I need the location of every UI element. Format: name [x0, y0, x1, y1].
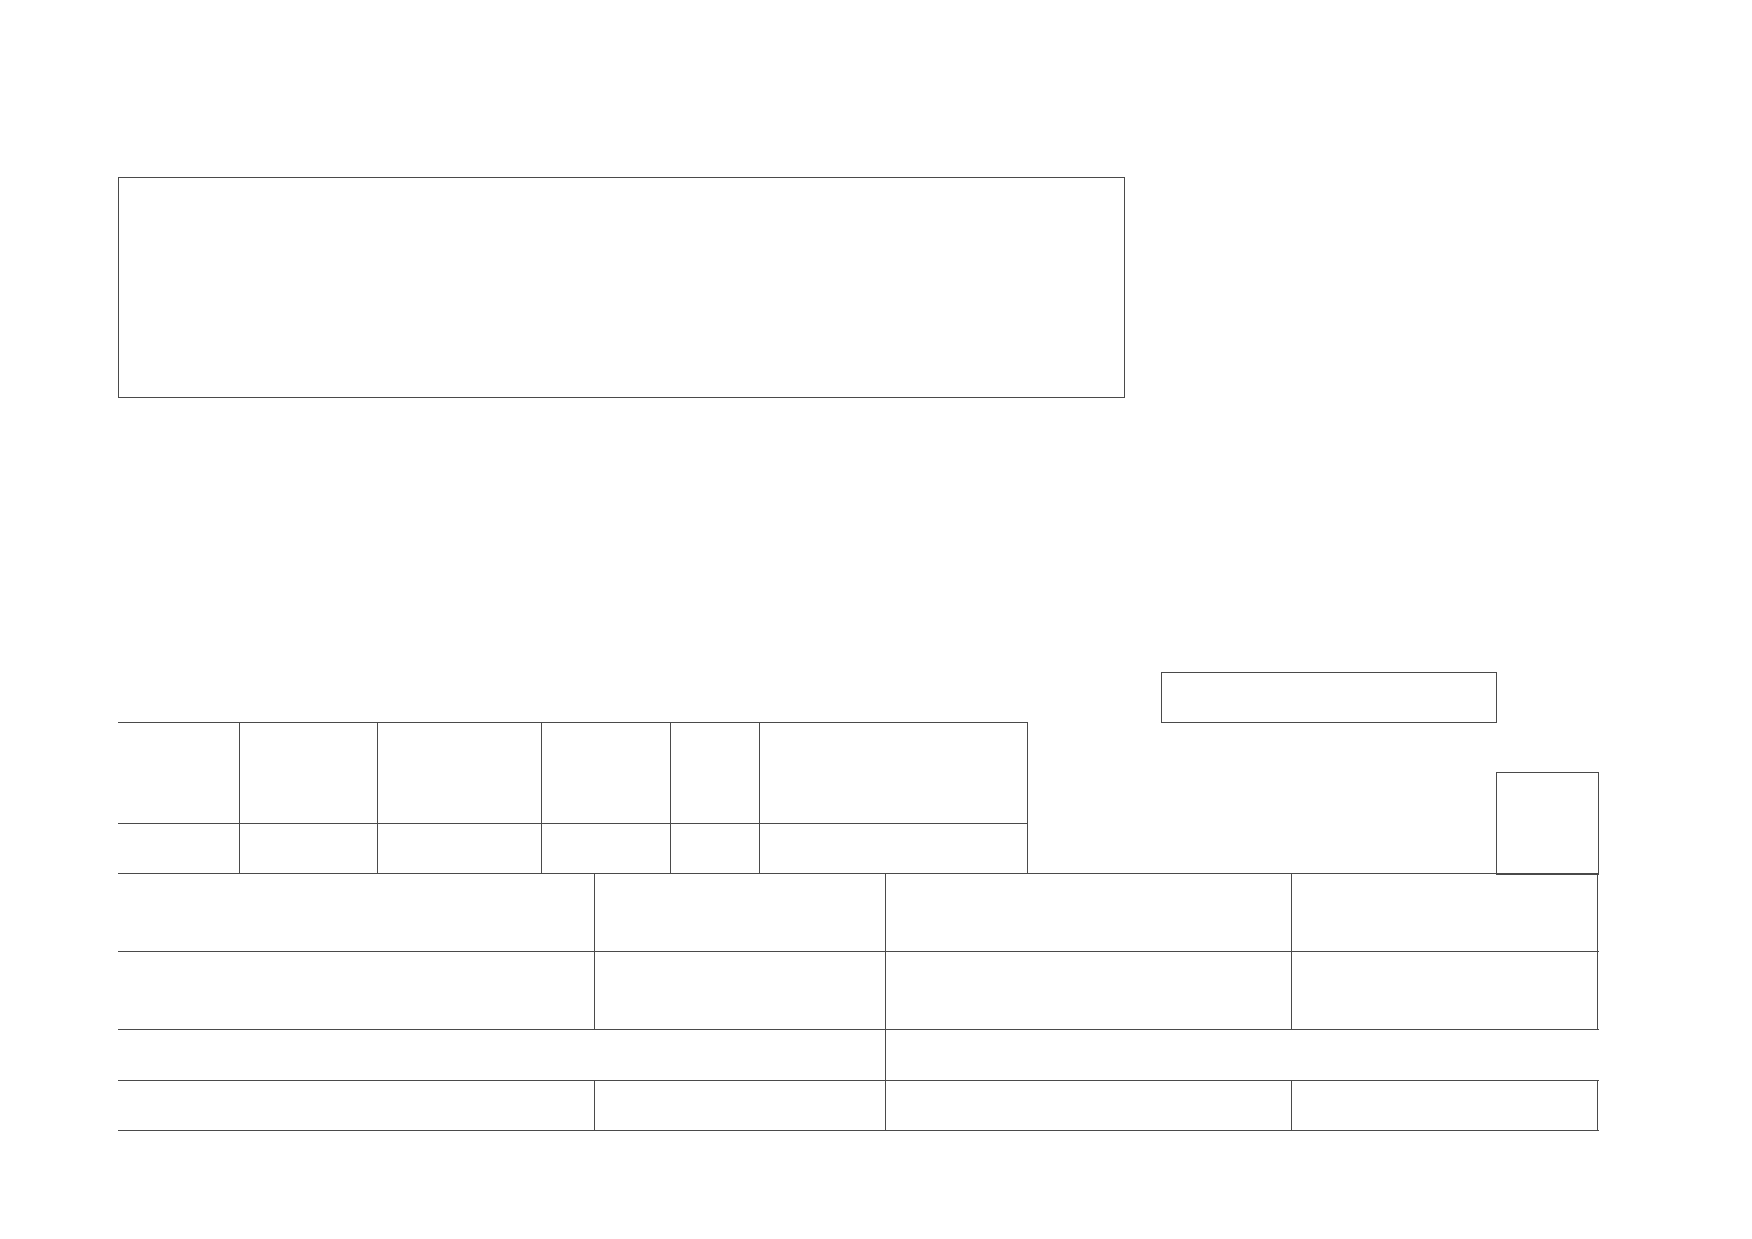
upper-table-col-divider — [541, 722, 542, 874]
lower-table-col-divider — [594, 873, 595, 1030]
lower-table-bottom-border — [118, 1130, 1599, 1131]
lower-table-col-divider — [885, 873, 886, 1030]
lower-table-col-divider — [885, 1080, 886, 1131]
upper-table-row-divider — [118, 823, 1028, 824]
lower-table-col-divider — [1291, 1080, 1292, 1131]
upper-table-col-divider — [670, 722, 671, 874]
tall-side-box[interactable] — [1496, 772, 1599, 875]
upper-table-top-border — [118, 722, 1028, 723]
lower-table-row-divider — [118, 951, 1599, 952]
lower-table-row-divider — [118, 1029, 1599, 1030]
small-field-box[interactable] — [1161, 672, 1497, 723]
lower-table-col-divider — [594, 1080, 595, 1131]
lower-table-right-border — [1597, 873, 1598, 1030]
lower-table-col-divider — [885, 1029, 886, 1081]
lower-table-col-divider — [1291, 873, 1292, 1030]
upper-table-col-divider — [377, 722, 378, 874]
lower-table-row-divider — [118, 1080, 1599, 1081]
header-box[interactable] — [118, 177, 1125, 398]
lower-table-right-border — [1597, 1080, 1598, 1131]
upper-table-col-divider — [759, 722, 760, 874]
lower-table-top-border — [118, 873, 1599, 874]
upper-table-right-border — [1027, 722, 1028, 874]
upper-table-col-divider — [239, 722, 240, 874]
